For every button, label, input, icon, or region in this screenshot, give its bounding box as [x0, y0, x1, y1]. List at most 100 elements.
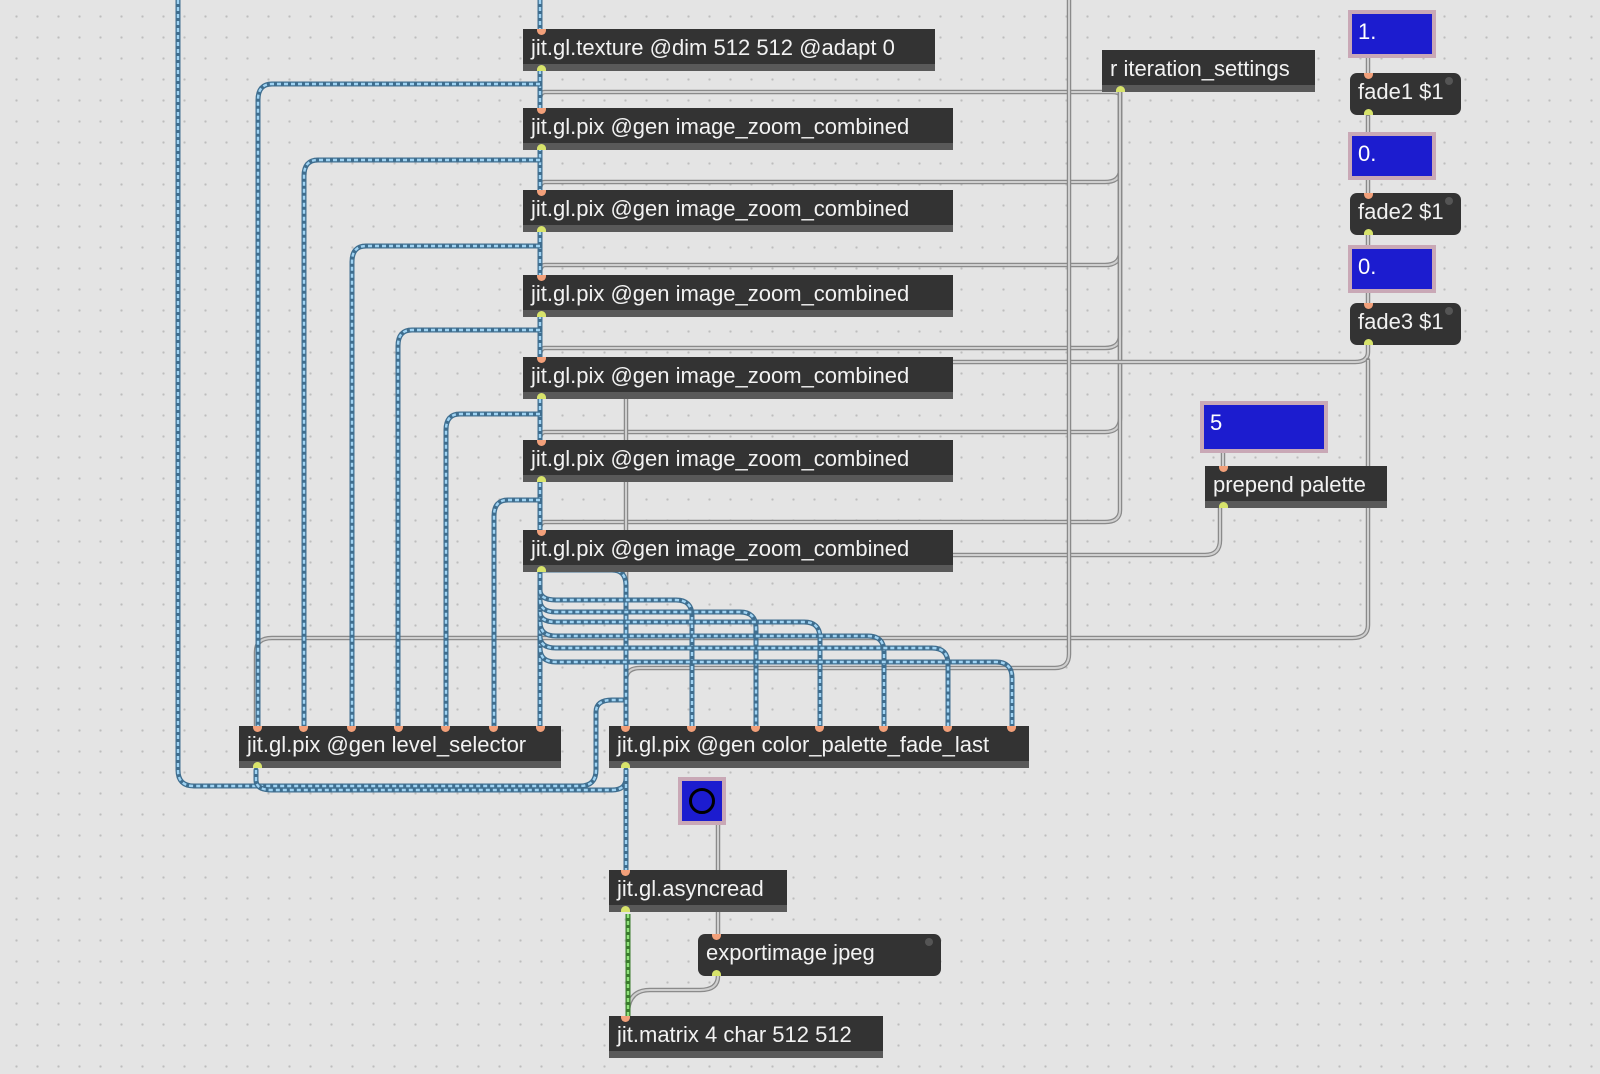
pix-zoom-object-3[interactable]: jit.gl.pix @gen image_zoom_combined — [523, 275, 953, 317]
cord-fan-3 — [537, 597, 759, 729]
receive-iteration-object[interactable]: r iteration_settings — [1102, 50, 1315, 92]
pix-zoom-label: jit.gl.pix @gen image_zoom_combined — [531, 536, 910, 561]
palette-number-value: 5 — [1210, 410, 1223, 435]
palette-inlet-1[interactable] — [621, 726, 630, 732]
texture-inlet[interactable] — [537, 29, 546, 35]
receive-outlet[interactable] — [1116, 86, 1125, 92]
receive-label: r iteration_settings — [1110, 56, 1290, 81]
fade1-inlet[interactable] — [1364, 73, 1373, 79]
pix-zoom-label: jit.gl.pix @gen image_zoom_combined — [531, 363, 910, 388]
level-inlet-1[interactable] — [253, 726, 262, 732]
pix-zoom-outlet[interactable] — [537, 226, 546, 232]
pix-zoom-object-5[interactable]: jit.gl.pix @gen image_zoom_combined — [523, 440, 953, 482]
pix-zoom-outlet[interactable] — [537, 311, 546, 317]
fade2-number-box[interactable]: 0. — [1348, 132, 1436, 180]
pix-zoom-inlet[interactable] — [537, 357, 546, 363]
circle-button-icon — [689, 788, 715, 814]
pix-zoom-object-2[interactable]: jit.gl.pix @gen image_zoom_combined — [523, 190, 953, 232]
pix-zoom-inlet[interactable] — [537, 530, 546, 536]
palette-inlet-3[interactable] — [751, 726, 760, 732]
palette-inlet-7[interactable] — [1007, 726, 1016, 732]
cord-zoom6-to-palette1-highlight — [540, 568, 628, 726]
pix-zoom-label: jit.gl.pix @gen image_zoom_combined — [531, 114, 910, 139]
pix-zoom-object-6[interactable]: jit.gl.pix @gen image_zoom_combined — [523, 530, 953, 572]
fade3-inlet[interactable] — [1364, 303, 1373, 309]
fade1-outlet[interactable] — [1364, 109, 1373, 115]
fade1-label: fade1 $1 — [1358, 79, 1444, 104]
cord-fan-2-highlight — [538, 589, 694, 726]
fade3-number-box[interactable]: 0. — [1348, 245, 1436, 293]
prepend-palette-object[interactable]: prepend palette — [1205, 466, 1387, 508]
palette-fade-object[interactable]: jit.gl.pix @gen color_palette_fade_last — [609, 726, 1029, 768]
pix-zoom-outlet[interactable] — [537, 566, 546, 572]
export-inlet[interactable] — [712, 934, 721, 940]
palette-fade-label: jit.gl.pix @gen color_palette_fade_last — [617, 732, 990, 757]
matrix-object[interactable]: jit.matrix 4 char 512 512 — [609, 1016, 883, 1058]
texture-outlet[interactable] — [537, 65, 546, 71]
pix-zoom-label: jit.gl.pix @gen image_zoom_combined — [531, 446, 910, 471]
cord-fan-6 — [537, 633, 951, 729]
asyncread-inlet[interactable] — [621, 870, 630, 876]
palette-inlet-6[interactable] — [943, 726, 952, 732]
cord-fan-6-highlight — [538, 635, 950, 726]
cord-fan-2 — [537, 587, 695, 729]
pix-zoom-object-1[interactable]: jit.gl.pix @gen image_zoom_combined — [523, 108, 953, 150]
fade3-number-value: 0. — [1358, 254, 1377, 279]
pix-zoom-label: jit.gl.pix @gen image_zoom_combined — [531, 281, 910, 306]
palette-inlet-5[interactable] — [879, 726, 888, 732]
matrix-inlet[interactable] — [621, 1016, 630, 1022]
pix-zoom-outlet[interactable] — [537, 144, 546, 150]
prepend-inlet[interactable] — [1219, 466, 1228, 472]
pix-zoom-inlet[interactable] — [537, 108, 546, 114]
palette-outlet[interactable] — [621, 762, 630, 768]
palette-number-box[interactable]: 5 — [1200, 401, 1328, 453]
palette-inlet-2[interactable] — [687, 726, 696, 732]
pix-zoom-label: jit.gl.pix @gen image_zoom_combined — [531, 196, 910, 221]
level-inlet-6[interactable] — [489, 726, 498, 732]
bang-button[interactable] — [678, 777, 726, 825]
prepend-palette-label: prepend palette — [1213, 472, 1366, 497]
asyncread-object[interactable]: jit.gl.asyncread — [609, 870, 787, 912]
pix-zoom-outlet[interactable] — [537, 476, 546, 482]
fade3-label: fade3 $1 — [1358, 309, 1444, 334]
texture-label: jit.gl.texture @dim 512 512 @adapt 0 — [531, 35, 895, 60]
pix-zoom-object-4[interactable]: jit.gl.pix @gen image_zoom_combined — [523, 357, 953, 399]
cord-zoom3-to-level4-highlight — [396, 328, 540, 726]
prepend-outlet[interactable] — [1219, 502, 1228, 508]
level-inlet-2[interactable] — [299, 726, 308, 732]
cord-fan-4-highlight — [538, 611, 822, 726]
level-inlet-4[interactable] — [394, 726, 403, 732]
fade1-number-box[interactable]: 1. — [1348, 10, 1436, 58]
cord-zoom2-to-level3-highlight — [350, 244, 540, 726]
asyncread-outlet[interactable] — [621, 906, 630, 912]
cord-fan-5 — [537, 619, 887, 729]
pix-zoom-inlet[interactable] — [537, 190, 546, 196]
fade2-outlet[interactable] — [1364, 229, 1373, 235]
pix-zoom-outlet[interactable] — [537, 393, 546, 399]
cord-zoom3-to-level4 — [395, 327, 543, 729]
cord-texture-to-level1-highlight — [256, 82, 540, 726]
fade2-message[interactable]: fade2 $1 — [1350, 193, 1461, 235]
fade1-number-value: 1. — [1358, 19, 1377, 44]
level-inlet-7[interactable] — [536, 726, 545, 732]
palette-inlet-4[interactable] — [815, 726, 824, 732]
level-selector-object[interactable]: jit.gl.pix @gen level_selector — [239, 726, 561, 768]
level-selector-label: jit.gl.pix @gen level_selector — [247, 732, 527, 757]
pix-zoom-inlet[interactable] — [537, 275, 546, 281]
export-message[interactable]: exportimage jpeg — [698, 934, 941, 976]
level-inlet-3[interactable] — [347, 726, 356, 732]
fade2-inlet[interactable] — [1364, 193, 1373, 199]
level-inlet-5[interactable] — [441, 726, 450, 732]
fade1-message[interactable]: fade1 $1 — [1350, 73, 1461, 115]
asyncread-label: jit.gl.asyncread — [617, 876, 764, 901]
level-outlet[interactable] — [253, 762, 262, 768]
texture-object[interactable]: jit.gl.texture @dim 512 512 @adapt 0 — [523, 29, 935, 71]
cord-level-out-highlight — [254, 770, 628, 792]
cord-zoom2-to-level3 — [349, 243, 543, 729]
fade3-message[interactable]: fade3 $1 — [1350, 303, 1461, 345]
pix-zoom-inlet[interactable] — [537, 440, 546, 446]
fade3-outlet[interactable] — [1364, 339, 1373, 345]
export-outlet[interactable] — [712, 970, 721, 976]
cord-texture-to-level1 — [255, 81, 543, 729]
cord-export-to-matrix — [625, 973, 721, 1021]
